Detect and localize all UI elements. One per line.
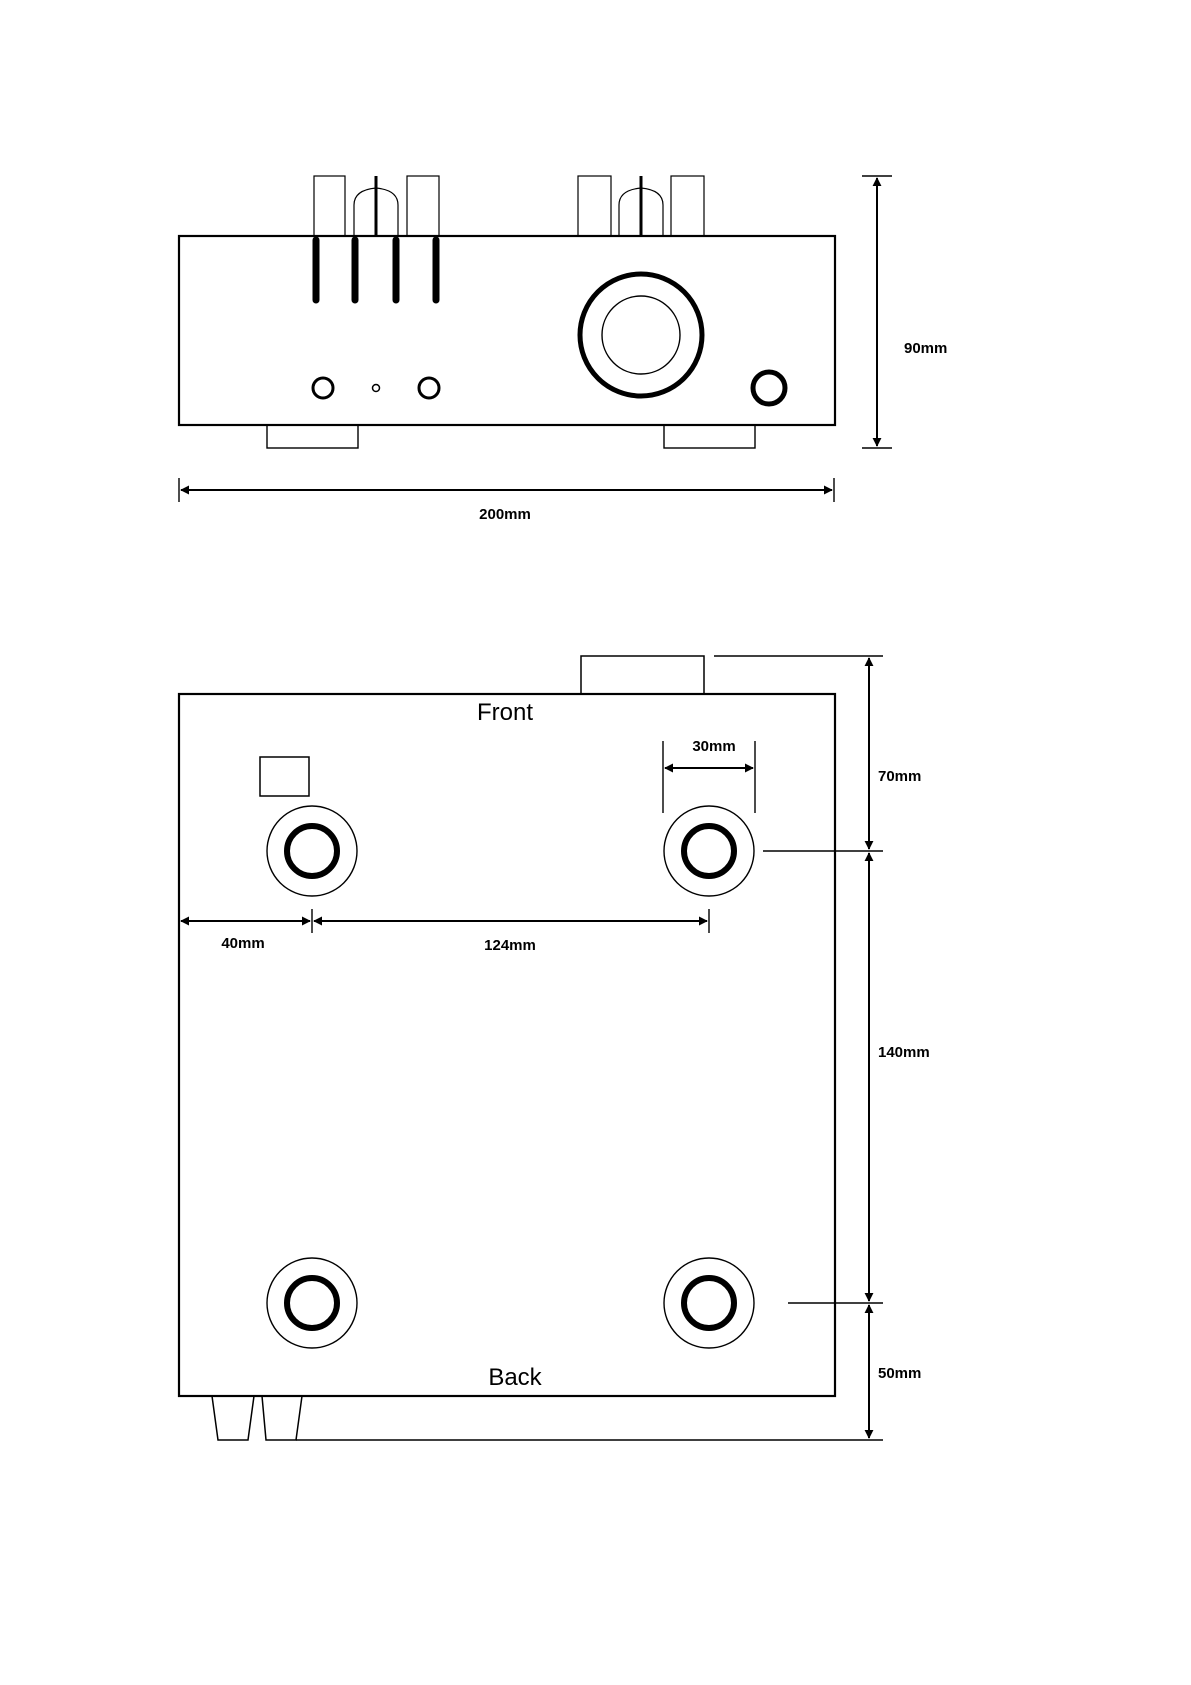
tube-shield-2 xyxy=(407,176,439,236)
tube-shield-1 xyxy=(314,176,345,236)
front-foot-right xyxy=(664,425,755,448)
rear-connector-1 xyxy=(212,1396,254,1440)
depth-back-label: 50mm xyxy=(878,1365,921,1382)
foot-front-left xyxy=(267,806,357,896)
rear-connector-2 xyxy=(262,1396,302,1440)
chassis-top xyxy=(179,694,835,1396)
input-jack-right xyxy=(419,378,439,398)
foot-back-left-inner xyxy=(287,1278,337,1328)
offset-label: 40mm xyxy=(221,935,264,952)
back-label: Back xyxy=(488,1364,542,1391)
foot-front-left-inner xyxy=(287,826,337,876)
top-view: Front Back 30mm 40mm 124mm xyxy=(179,656,930,1440)
foot-back-right xyxy=(664,1258,754,1348)
height-label: 90mm xyxy=(904,340,947,357)
spacing-label: 124mm xyxy=(484,937,536,954)
input-jack-left xyxy=(313,378,333,398)
foot-front-right xyxy=(664,806,754,896)
front-label: Front xyxy=(477,699,533,726)
diameter-label: 30mm xyxy=(692,738,735,755)
volume-knob-inner xyxy=(602,296,680,374)
power-switch-top xyxy=(260,757,309,796)
depth-front-label: 70mm xyxy=(878,768,921,785)
power-knob xyxy=(753,372,785,404)
indicator-led xyxy=(373,385,380,392)
knob-protrusion xyxy=(581,656,704,694)
foot-back-left xyxy=(267,1258,357,1348)
depth-middle-label: 140mm xyxy=(878,1044,930,1061)
tube-shield-3 xyxy=(578,176,611,236)
foot-back-right-inner xyxy=(684,1278,734,1328)
tube-shield-4 xyxy=(671,176,704,236)
volume-knob xyxy=(580,274,702,396)
front-view: 90mm 200mm xyxy=(179,176,947,523)
width-label: 200mm xyxy=(479,506,531,523)
chassis-front xyxy=(179,236,835,425)
front-foot-left xyxy=(267,425,358,448)
foot-front-right-inner xyxy=(684,826,734,876)
